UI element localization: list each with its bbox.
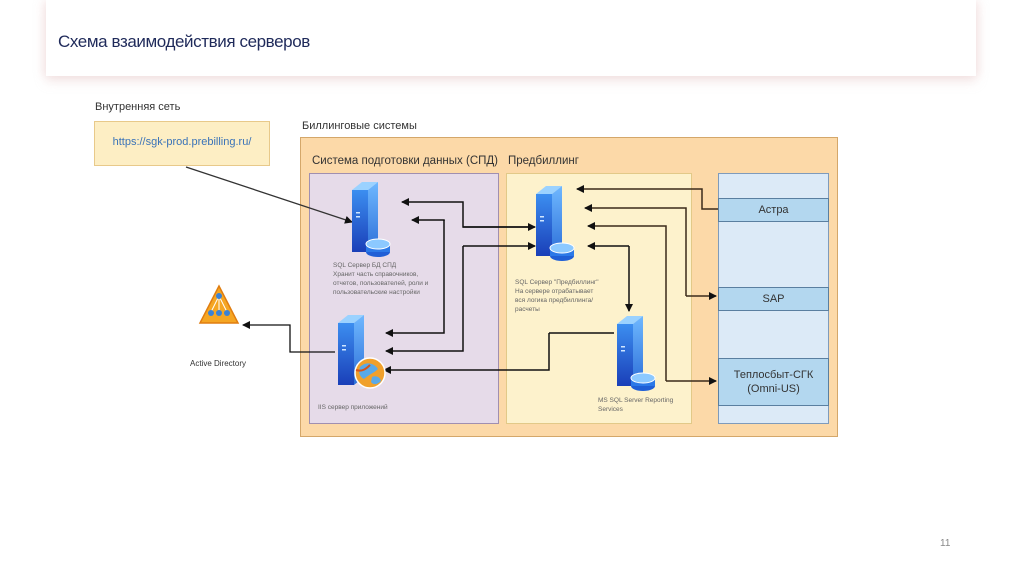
spd-sql-desc-2: отчетов, пользователей, роли и xyxy=(333,280,429,287)
spd-sql-desc-3: пользовательские настройки xyxy=(333,289,420,296)
spd-sql-name: SQL Сервер БД СПД xyxy=(333,262,397,269)
slide-header xyxy=(46,0,976,76)
connector-spd-sql-to-pre-1 xyxy=(401,198,534,228)
internal-network-box: https://sgk-prod.prebilling.ru/ xyxy=(94,121,270,166)
prebilling-label: Предбиллинг xyxy=(508,155,579,167)
globe-icon xyxy=(354,357,386,389)
internal-network-label: Внутренняя сеть xyxy=(95,101,181,113)
spd-sql-desc-1: Хранит часть справочников, xyxy=(333,271,419,278)
slide-title: Схема взаимодействия серверов xyxy=(58,32,310,51)
connector-iis-to-ad xyxy=(242,321,335,353)
connector-teplosbyt-to-pre xyxy=(587,222,667,381)
page-number: 11 xyxy=(940,538,951,549)
connector-url-to-spd-sql xyxy=(185,166,353,224)
connector-iis-1 xyxy=(385,220,445,337)
pre-sql-desc-3: расчеты xyxy=(515,306,540,313)
system-sap[interactable]: SAP xyxy=(718,287,829,311)
reporting-name-1: MS SQL Server Reporting xyxy=(598,397,674,404)
external-systems-container: Астра SAP Теплосбыт-СГК (Omni-US) xyxy=(718,173,829,424)
prebilling-url-link[interactable]: https://sgk-prod.prebilling.ru/ xyxy=(112,136,252,148)
connector-sap-to-pre xyxy=(584,204,687,296)
system-teplosbyt-sublabel: (Omni-US) xyxy=(747,383,800,395)
active-directory-icon xyxy=(198,284,240,324)
system-teplosbyt-label: Теплосбыт-СГК xyxy=(733,369,814,381)
spd-label: Система подготовки данных (СПД) xyxy=(312,155,499,167)
reporting-name-2: Services xyxy=(598,406,623,413)
billing-systems-label: Биллинговые системы xyxy=(302,120,417,132)
connector-iis-3 xyxy=(383,333,550,374)
reporting-server-icon xyxy=(617,316,656,391)
system-astra[interactable]: Астра xyxy=(718,198,829,222)
pre-sql-desc-1: На сервере отрабатывает xyxy=(515,288,594,295)
connector-astra-to-pre xyxy=(576,185,718,210)
connector-spd-sql-from-spd xyxy=(411,216,445,224)
connector-iis-2 xyxy=(385,246,464,355)
pre-sql-name: SQL Сервер "Предбиллинг" xyxy=(515,279,599,286)
system-sap-label: SAP xyxy=(762,293,785,305)
pre-sql-desc-2: вся логика предбиллинга/ xyxy=(515,297,594,304)
prebilling-sql-server-icon xyxy=(536,186,575,261)
system-teplosbyt[interactable]: Теплосбыт-СГК (Omni-US) xyxy=(718,358,829,406)
system-astra-label: Астра xyxy=(758,204,789,216)
active-directory-label: Active Directory xyxy=(190,359,247,368)
iis-server-name: IIS сервер приложений xyxy=(318,404,388,411)
spd-sql-server-icon xyxy=(352,182,391,257)
